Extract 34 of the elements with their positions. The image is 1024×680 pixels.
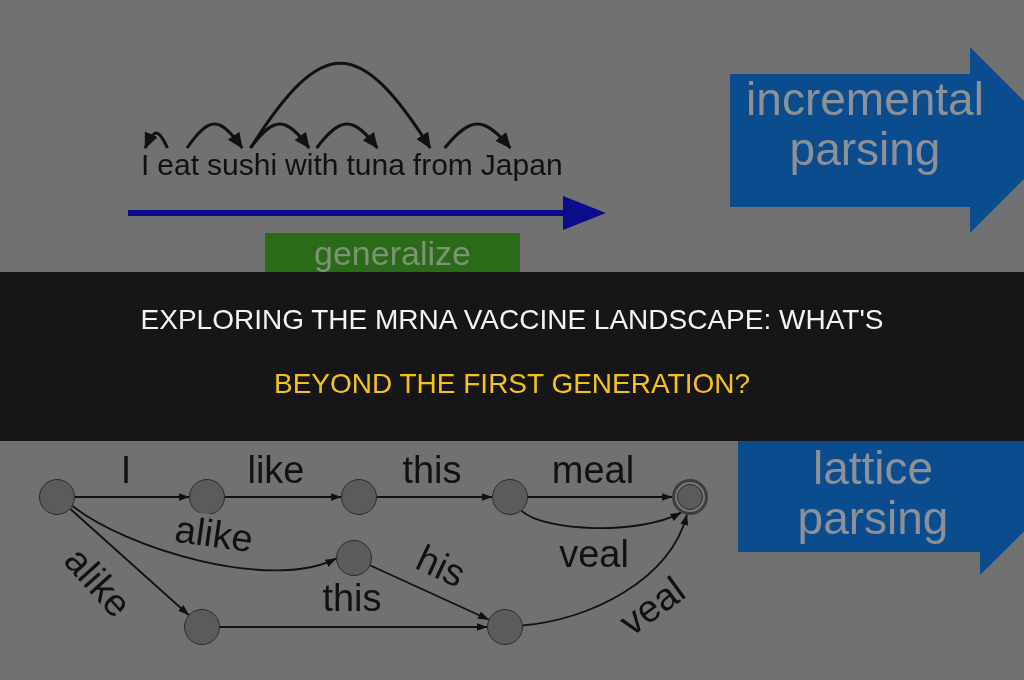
state-node — [487, 609, 523, 645]
final-state-node — [672, 479, 708, 515]
word: with — [285, 150, 339, 180]
arrow — [224, 493, 342, 501]
state-node — [336, 540, 372, 576]
dependency-arc — [315, 122, 379, 149]
dependency-arc — [443, 122, 512, 149]
block-arrow — [738, 441, 1024, 575]
arrow-label: incremental parsing — [745, 74, 985, 174]
word: I — [141, 150, 150, 180]
block-arrow — [730, 47, 1024, 233]
word: sushi — [207, 150, 278, 180]
arrow-label: lattice parsing — [796, 443, 950, 543]
state-node — [341, 479, 377, 515]
state-node — [184, 609, 220, 645]
title: EXPLORING THE MRNA VACCINE LANDSCAPE: WHAT'S BEYOND THE FIRST GENERATION? — [139, 302, 885, 401]
word: tuna — [346, 150, 405, 180]
state-node — [189, 479, 225, 515]
arrow — [69, 508, 190, 616]
arrow — [74, 493, 190, 501]
state-node — [39, 479, 75, 515]
word: from — [412, 150, 473, 180]
step-box: generalize — [265, 233, 520, 272]
arrow — [71, 505, 337, 572]
arrow — [527, 493, 673, 501]
dependency-arc — [185, 122, 244, 149]
state-node — [492, 479, 528, 515]
arrow — [522, 513, 688, 627]
arrow — [376, 493, 493, 501]
word: Japan — [480, 150, 563, 180]
dependency-arc — [143, 131, 169, 149]
dependency-arc — [249, 61, 432, 149]
arrow — [219, 623, 488, 631]
word: eat — [157, 150, 200, 180]
